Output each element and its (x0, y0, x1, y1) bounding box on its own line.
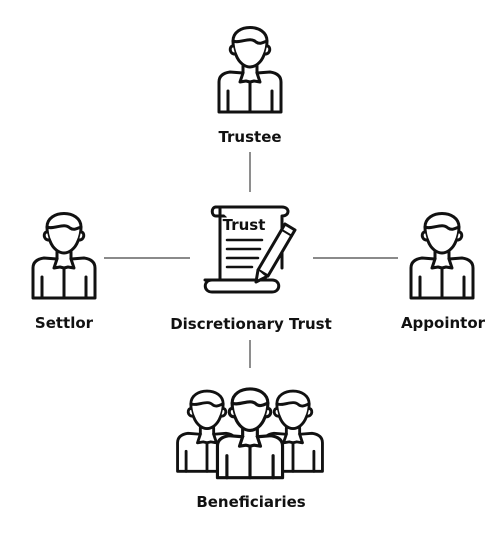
appointor-label: Appointor (400, 314, 486, 332)
trust-document-icon (203, 205, 297, 294)
trustee-label: Trustee (218, 128, 282, 146)
connector-lines (104, 152, 398, 368)
trustee-person-icon (217, 26, 283, 114)
document-heading: Trust (223, 216, 266, 234)
discretionary-trust-label: Discretionary Trust (170, 315, 332, 333)
beneficiaries-group-icon (176, 387, 324, 480)
settlor-label: Settlor (34, 314, 94, 332)
appointor-person-icon (409, 212, 475, 300)
pen-icon (254, 222, 297, 284)
settlor-person-icon (31, 212, 97, 300)
beneficiaries-label: Beneficiaries (196, 493, 306, 511)
